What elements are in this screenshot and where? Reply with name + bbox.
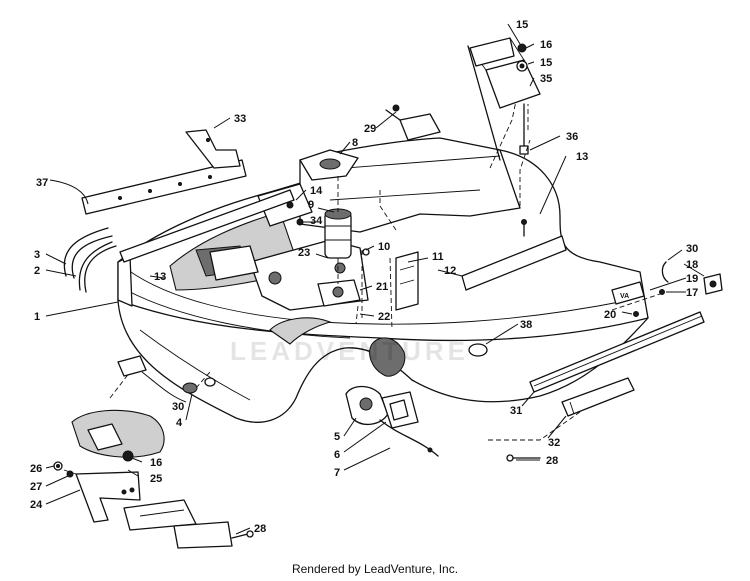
nut-16-top bbox=[516, 43, 528, 72]
bracket-33 bbox=[185, 129, 241, 169]
callout-30: 30 bbox=[172, 401, 184, 413]
leader-lines bbox=[45, 23, 705, 535]
callout-11: 11 bbox=[432, 251, 444, 263]
callout-22: 22 bbox=[378, 311, 390, 323]
callout-37: 37 bbox=[36, 177, 48, 189]
rivet-13 bbox=[521, 219, 527, 237]
callout-27: 27 bbox=[30, 481, 42, 493]
svg-text:VA: VA bbox=[620, 293, 629, 300]
skid-plate-bottom bbox=[123, 499, 254, 549]
callout-30: 30 bbox=[686, 243, 698, 255]
callout-15: 15 bbox=[540, 57, 552, 69]
callout-10: 10 bbox=[378, 241, 390, 253]
callout-13: 13 bbox=[154, 271, 166, 283]
edge-trim-left bbox=[119, 189, 295, 263]
clip-30-right bbox=[661, 261, 669, 283]
callout-9: 9 bbox=[308, 199, 314, 211]
callout-32: 32 bbox=[548, 437, 560, 449]
panel-edge-line bbox=[467, 45, 501, 161]
callout-28: 28 bbox=[546, 455, 558, 467]
callout-28: 28 bbox=[254, 523, 266, 535]
callout-3: 3 bbox=[34, 249, 40, 261]
callout-26: 26 bbox=[30, 463, 42, 475]
pad-30-left bbox=[117, 355, 147, 377]
fastener-26-27 bbox=[53, 461, 77, 478]
callout-17: 17 bbox=[686, 287, 698, 299]
callout-33: 33 bbox=[234, 113, 246, 125]
pump-5 bbox=[345, 385, 389, 425]
callout-24: 24 bbox=[30, 499, 43, 511]
strip-12 bbox=[461, 235, 567, 291]
badge-19: VA bbox=[611, 281, 645, 305]
callout-1: 1 bbox=[34, 311, 40, 323]
callout-12: 12 bbox=[444, 265, 456, 277]
callout-4: 4 bbox=[176, 417, 183, 429]
callout-31: 31 bbox=[510, 405, 522, 417]
gasket-6 bbox=[381, 391, 419, 429]
callout-5: 5 bbox=[334, 431, 340, 443]
bolt-36 bbox=[519, 103, 529, 155]
lower-plate-21 bbox=[317, 279, 361, 307]
callout-16: 16 bbox=[150, 457, 162, 469]
plug-38 bbox=[468, 343, 488, 357]
watermark: LEADVENTURE bbox=[230, 336, 469, 366]
bracket-29 bbox=[385, 104, 441, 141]
rivet-17 bbox=[659, 289, 665, 295]
bracket-35 bbox=[469, 37, 541, 109]
callout-8: 8 bbox=[352, 137, 358, 149]
grommet-10 bbox=[362, 248, 370, 256]
grab-handle-2-3 bbox=[63, 227, 117, 293]
callout-16: 16 bbox=[540, 39, 552, 51]
callout-20: 20 bbox=[604, 309, 616, 321]
callout-23: 23 bbox=[298, 247, 310, 259]
callout-35: 35 bbox=[540, 73, 552, 85]
callout-15: 15 bbox=[516, 19, 528, 31]
callout-38: 38 bbox=[520, 319, 532, 331]
bracket-14 bbox=[257, 183, 313, 227]
footer-credit: Rendered by LeadVenture, Inc. bbox=[291, 562, 459, 576]
callout-7: 7 bbox=[334, 467, 340, 479]
cable-7 bbox=[379, 419, 439, 457]
callout-36: 36 bbox=[566, 131, 578, 143]
callout-13: 13 bbox=[576, 151, 588, 163]
bolt-28-right bbox=[506, 454, 541, 462]
grommet-4 bbox=[182, 377, 216, 394]
rivet-20 bbox=[633, 311, 639, 317]
callout-21: 21 bbox=[376, 281, 388, 293]
callout-34: 34 bbox=[310, 215, 323, 227]
trim-strip-37 bbox=[81, 159, 247, 215]
callout-2: 2 bbox=[34, 265, 40, 277]
rubber-mount-9 bbox=[324, 208, 352, 259]
housing-25 bbox=[71, 409, 165, 462]
strip-11-21 bbox=[395, 251, 419, 311]
callouts: 15 16 15 35 33 29 8 36 13 37 14 9 34 23 … bbox=[30, 19, 698, 535]
callout-6: 6 bbox=[334, 449, 340, 461]
wear-strip-32 bbox=[561, 377, 635, 417]
callout-25: 25 bbox=[150, 473, 162, 485]
callout-29: 29 bbox=[364, 123, 376, 135]
bracket-18 bbox=[703, 273, 723, 295]
runner-31 bbox=[529, 311, 705, 393]
mount-plate-8 bbox=[299, 149, 359, 181]
callout-18: 18 bbox=[686, 259, 698, 271]
callout-14: 14 bbox=[310, 185, 323, 197]
mount-bracket-24 bbox=[75, 471, 141, 523]
callout-19: 19 bbox=[686, 273, 698, 285]
